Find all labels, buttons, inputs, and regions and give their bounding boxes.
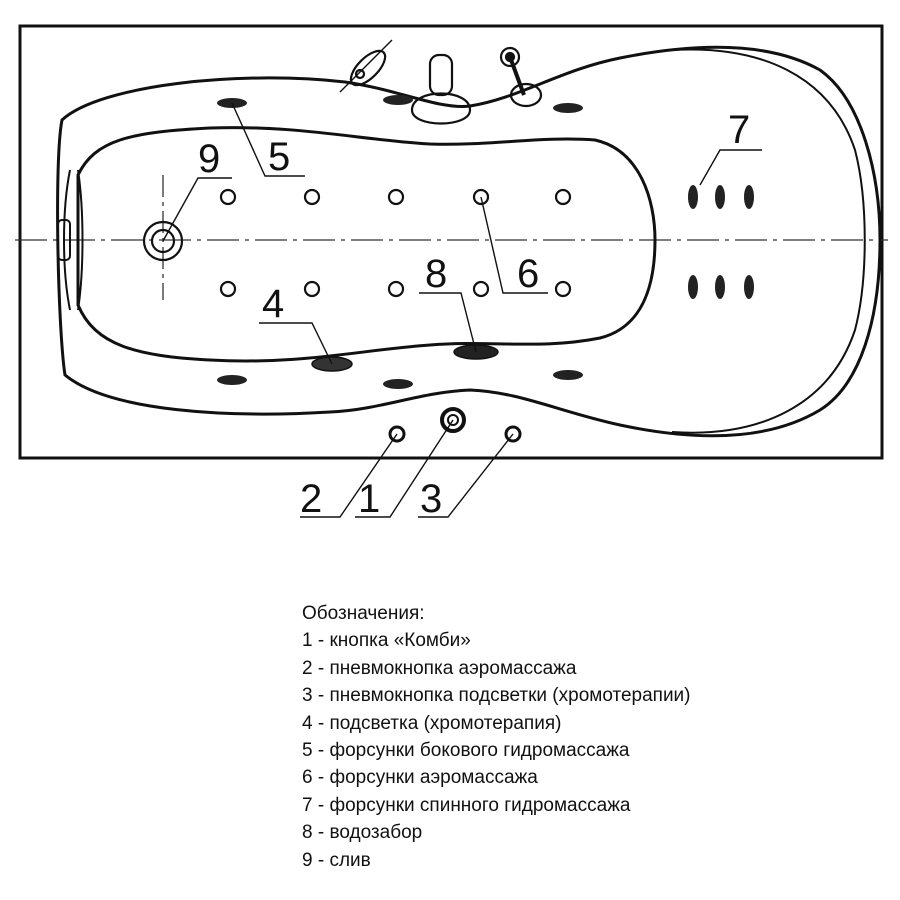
callout-3: 3	[420, 477, 442, 521]
callout-7: 7	[728, 108, 750, 152]
headrest-edge	[77, 169, 84, 311]
callout-5: 5	[268, 135, 290, 179]
air-jet	[303, 280, 321, 298]
chromotherapy-button	[504, 425, 522, 443]
air-jet	[303, 188, 321, 206]
tub-outer-contour	[56, 45, 882, 438]
legend: Обозначения: 1 - кнопка «Комби» 2 - пнев…	[302, 600, 862, 874]
callout-9: 9	[198, 137, 220, 181]
overflow-slot	[57, 219, 71, 261]
back-jet	[744, 185, 754, 209]
legend-item-5: 5 - форсунки бокового гидромассажа	[302, 740, 630, 762]
legend-item-1: 1 - кнопка «Комби»	[302, 630, 471, 652]
aeromassage-jets	[219, 188, 572, 298]
callout-6: 6	[517, 252, 539, 296]
rim-buttons	[388, 407, 522, 443]
tub-basin-contour	[76, 126, 657, 363]
aeromassage-button	[388, 425, 406, 443]
air-jet	[554, 188, 572, 206]
legend-item-7: 7 - форсунки спинного гидромассажа	[302, 794, 631, 816]
air-jet	[472, 188, 490, 206]
combi-button	[447, 414, 459, 426]
side-jet	[383, 379, 413, 389]
bathtub-diagram: 9 5 4 8 6 7 2 1 3	[15, 24, 888, 521]
headrest-edge	[63, 169, 71, 311]
air-jet	[554, 280, 572, 298]
air-jet	[219, 188, 237, 206]
callout-4: 4	[262, 282, 284, 326]
callout-1: 1	[358, 477, 380, 521]
back-jet	[744, 275, 754, 299]
tub-outer-contour-inner	[671, 48, 866, 434]
callout-2: 2	[300, 477, 322, 521]
legend-item-6: 6 - форсунки аэромассажа	[302, 767, 538, 789]
callout-leaders	[162, 102, 762, 518]
tub-rim	[18, 24, 884, 460]
legend-item-3: 3 - пневмокнопка подсветки (хромотерапии…	[302, 685, 691, 707]
side-jet	[383, 95, 413, 105]
air-jet	[219, 280, 237, 298]
side-jet	[217, 375, 247, 385]
air-jet	[387, 188, 405, 206]
legend-item-2: 2 - пневмокнопка аэромассажа	[302, 657, 577, 679]
legend-item-4: 4 - подсветка (хромотерапия)	[302, 712, 562, 734]
back-hydromassage-jets	[688, 185, 754, 299]
callout-8: 8	[425, 252, 447, 296]
legend-item-9: 9 - слив	[302, 849, 371, 871]
drain-icon	[142, 220, 184, 262]
combi-button	[440, 407, 466, 433]
air-jet	[387, 280, 405, 298]
back-jet	[688, 275, 698, 299]
air-jet	[472, 280, 490, 298]
legend-title: Обозначения:	[302, 603, 425, 624]
side-jet	[553, 103, 583, 113]
legend-item-8: 8 - водозабор	[302, 822, 423, 844]
back-jet	[715, 185, 725, 209]
back-jet	[715, 275, 725, 299]
side-jet	[553, 370, 583, 380]
back-jet	[688, 185, 698, 209]
side-hydromassage-jets	[217, 95, 583, 389]
faucet-icon	[339, 39, 543, 125]
